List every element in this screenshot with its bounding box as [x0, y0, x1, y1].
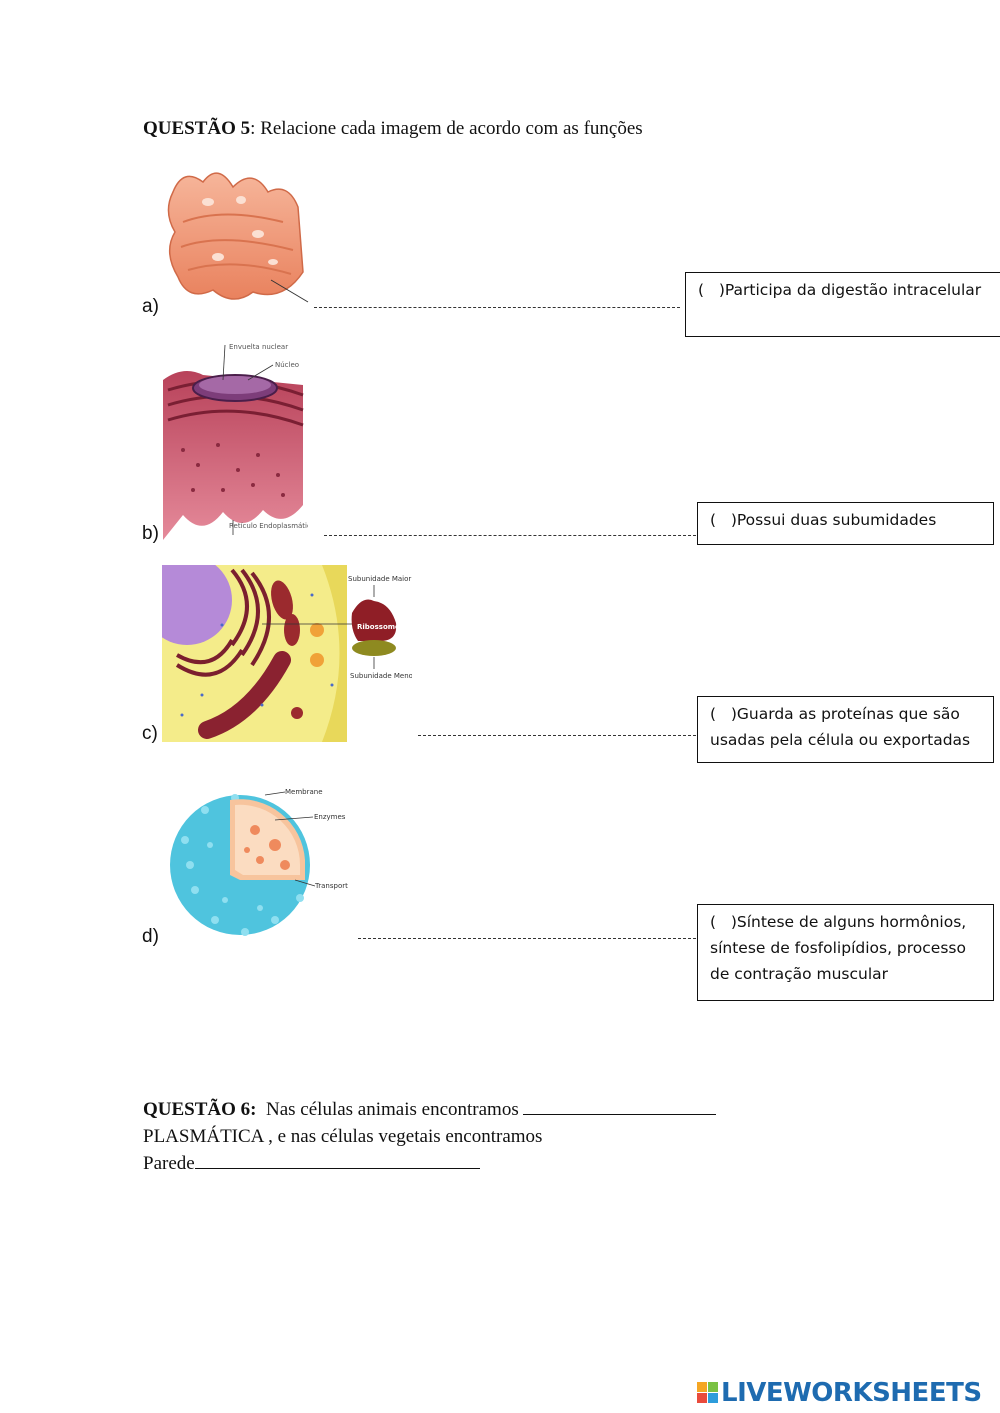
ribosome-image: Subunidade Maior Ribossomo Subunidade Me…	[142, 555, 416, 742]
question-5-text: : Relacione cada imagem de acordo com as…	[250, 118, 643, 139]
item-a-dashed-line	[314, 307, 680, 308]
item-c-dashed-line	[418, 735, 696, 736]
liveworksheets-logo: LIVEWORKSHEETS	[697, 1378, 982, 1408]
answer-box-synthesis[interactable]: ( )Síntese de alguns hormônios, síntese …	[697, 904, 994, 1001]
answer-text: Síntese de alguns hormônios, síntese de …	[710, 913, 967, 983]
liveworksheets-logo-text: LIVEWORKSHEETS	[721, 1378, 982, 1408]
lysosome-label-membrane: Membrane	[285, 788, 323, 796]
rough-er-label-nuclear: Envuelta nuclear	[229, 343, 288, 351]
answer-text: Participa da digestão intracelular	[724, 281, 982, 299]
answer-paren[interactable]: ( )	[710, 511, 737, 529]
blank-input-plant[interactable]	[194, 1150, 480, 1169]
question-6-line-1: QUESTÃO 6: Nas células animais encontram…	[143, 1096, 843, 1123]
blank-input-animal[interactable]	[523, 1096, 717, 1115]
answer-box-proteins[interactable]: ( )Guarda as proteínas que são usadas pe…	[697, 696, 994, 763]
question-6-label: QUESTÃO 6:	[143, 1099, 257, 1120]
question-6-text-2: PLASMÁTICA , e nas células vegetais enco…	[143, 1126, 543, 1147]
question-6-line-3: Parede	[143, 1150, 843, 1177]
lysosome-label-enzymes: Enzymes	[314, 813, 346, 821]
answer-paren[interactable]: ( )	[698, 281, 725, 299]
answer-box-digestion[interactable]: ( )Participa da digestão intracelular	[685, 272, 1000, 337]
liveworksheets-logo-icon	[697, 1382, 719, 1404]
rough-er-image: Envuelta nuclear Núcleo Retículo Endopla…	[163, 340, 341, 542]
item-d-dashed-line	[358, 938, 696, 939]
answer-text: Possui duas subumidades	[736, 511, 937, 529]
lysosome-image: Membrane Enzymes Transport proteins	[165, 780, 379, 945]
question-6: QUESTÃO 6: Nas células animais encontram…	[143, 1096, 843, 1177]
answer-paren[interactable]: ( )	[710, 913, 737, 931]
item-d-letter: d)	[142, 926, 159, 947]
item-b-dashed-line	[324, 535, 696, 536]
item-a-letter: a)	[142, 296, 159, 317]
lysosome-label-transport: Transport proteins	[314, 882, 350, 890]
answer-box-subunits[interactable]: ( )Possui duas subumidades	[697, 502, 994, 545]
rough-er-label-nucleus: Núcleo	[275, 361, 299, 369]
question-5-title: QUESTÃO 5: Relacione cada imagem de acor…	[143, 118, 643, 140]
answer-paren[interactable]: ( )	[710, 705, 737, 723]
golgi-image	[163, 162, 311, 307]
rough-er-label-er: Retículo Endoplasmático rugoso	[229, 522, 308, 530]
ribosome-label-minor: Subunidade Menor	[350, 672, 412, 680]
item-c-letter: c)	[142, 723, 158, 744]
question-6-text-3: Parede	[143, 1153, 195, 1174]
question-6-text-1: Nas células animais encontramos	[266, 1099, 519, 1120]
item-b-letter: b)	[142, 523, 159, 544]
question-5-label: QUESTÃO 5	[143, 118, 251, 139]
ribosome-label-major: Subunidade Maior	[348, 575, 411, 583]
ribosome-label-center: Ribossomo	[357, 623, 400, 631]
answer-text: Guarda as proteínas que são usadas pela …	[710, 705, 971, 749]
